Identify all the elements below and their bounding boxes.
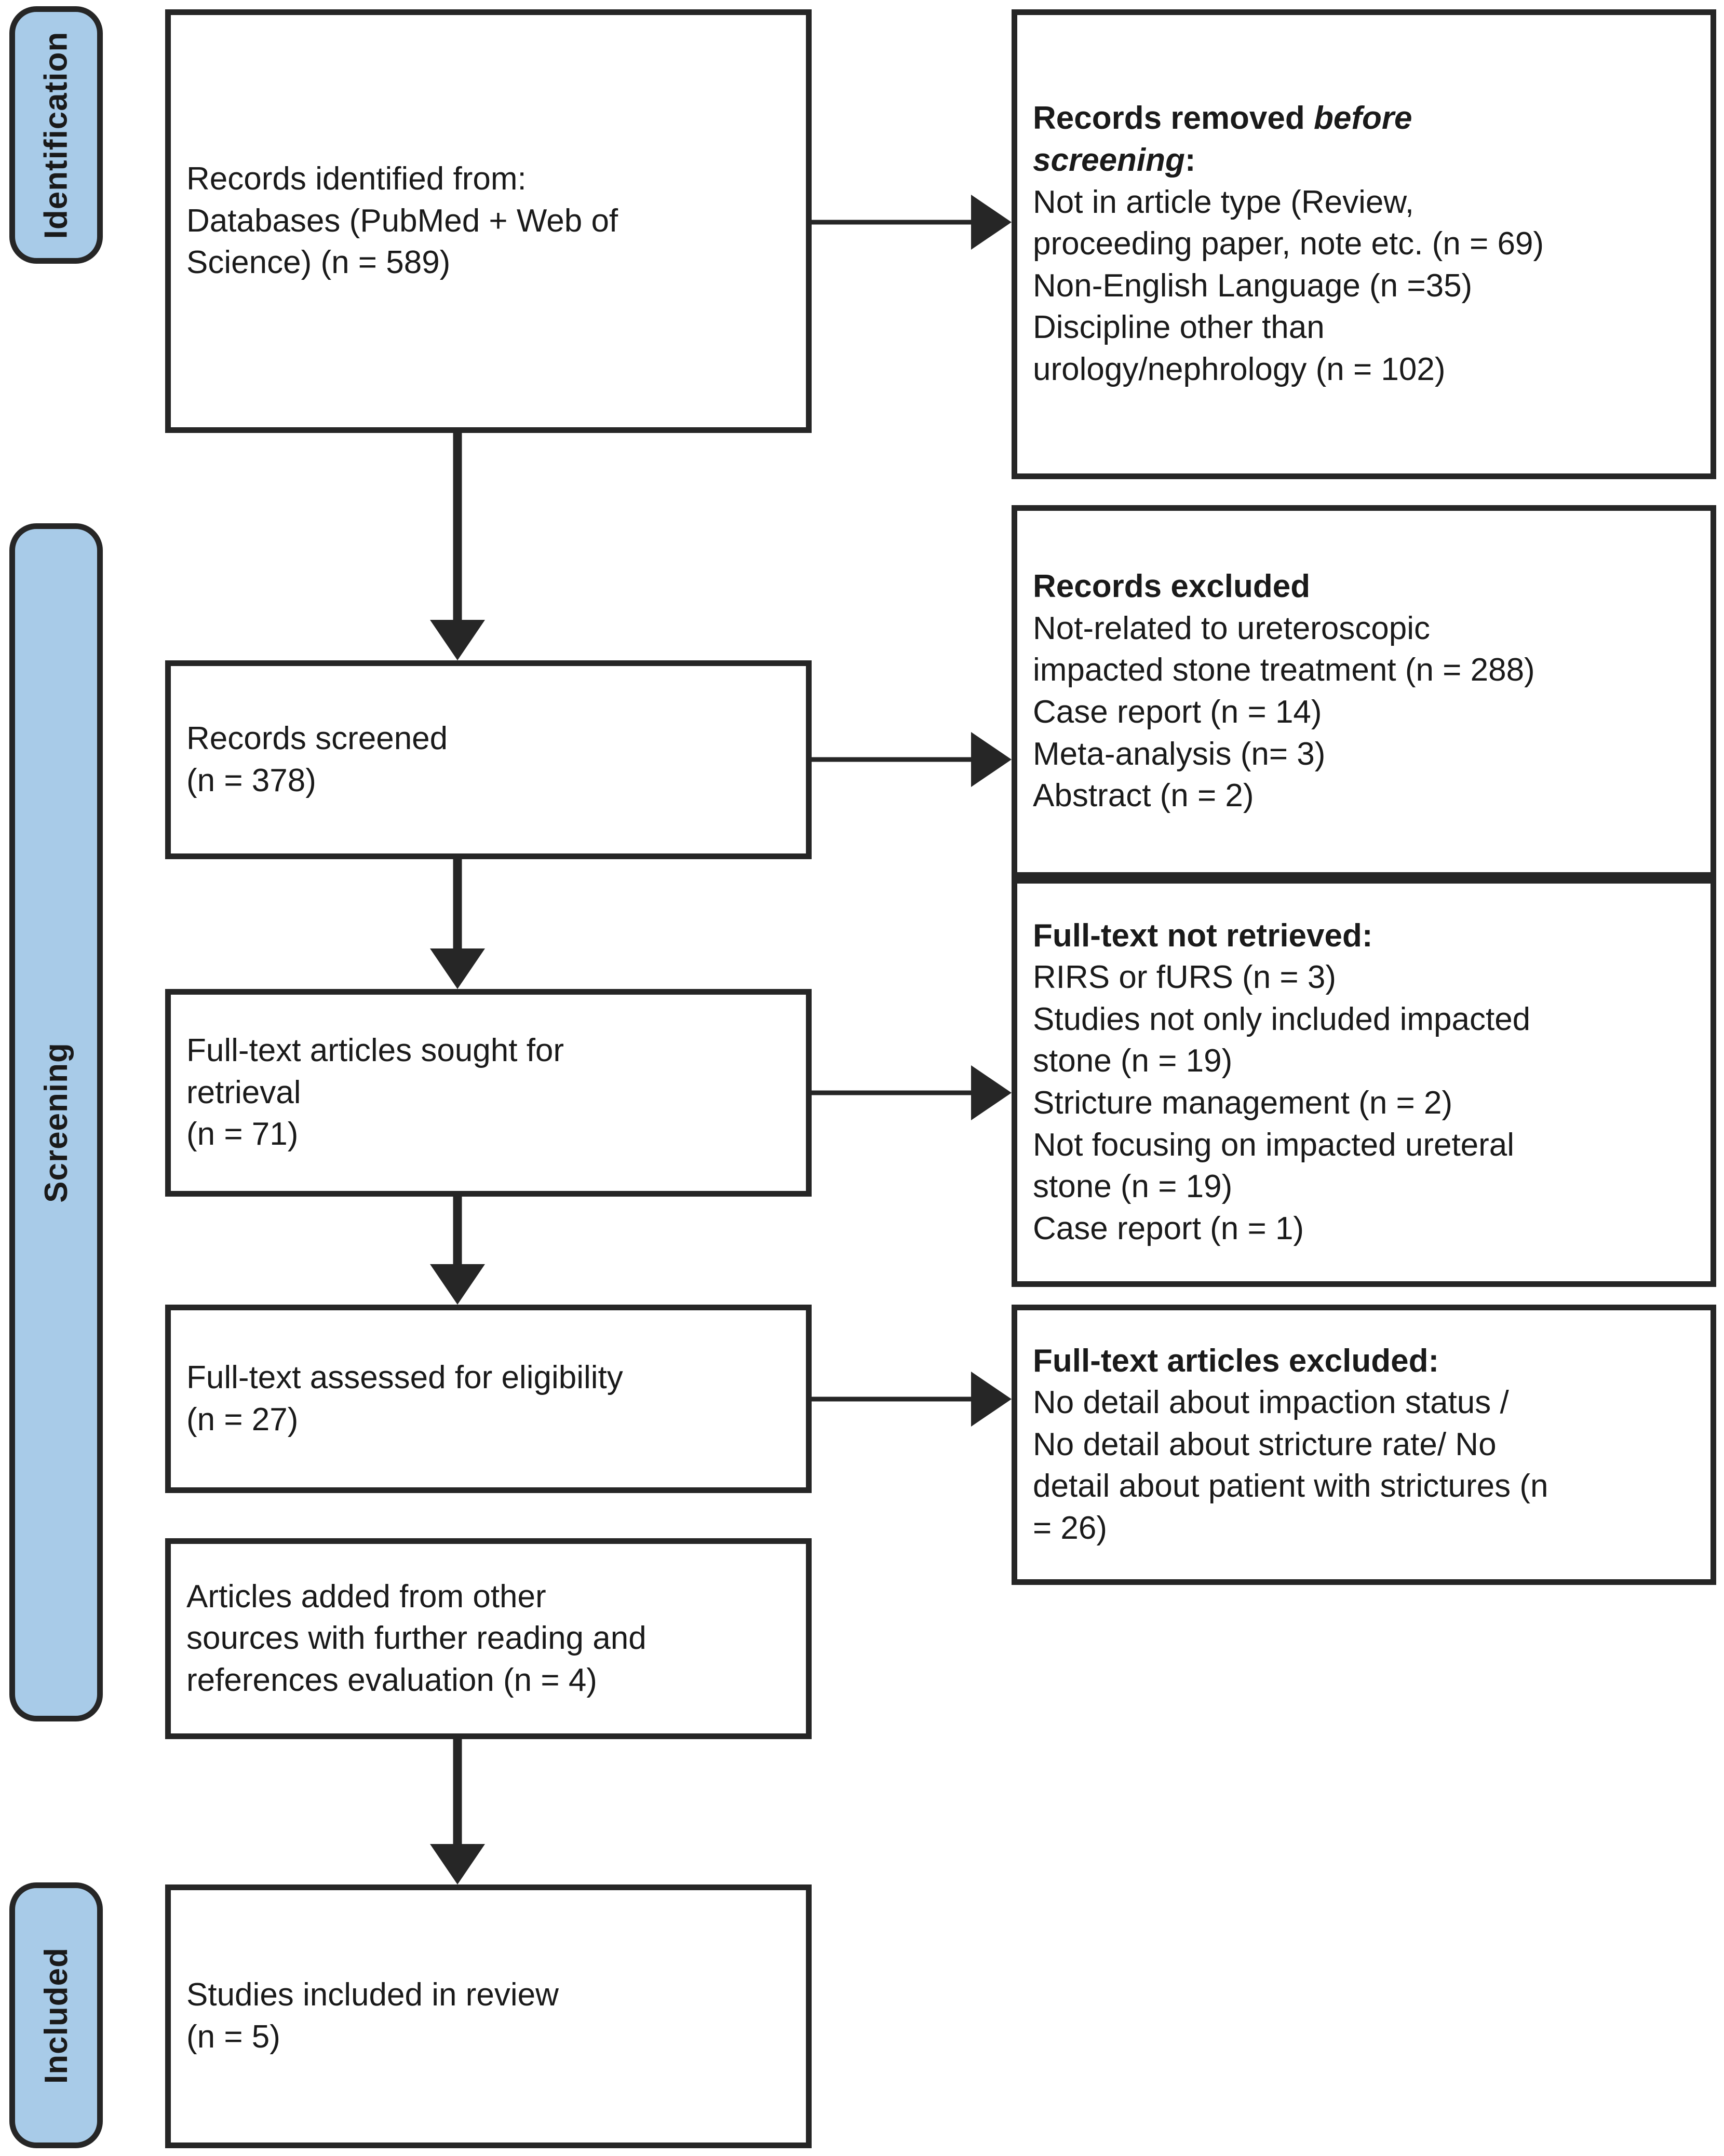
records-removed-line-5: urology/nephrology (n = 102) bbox=[1033, 351, 1446, 387]
articles-added-line-1: Articles added from other bbox=[186, 1578, 546, 1615]
fulltext-not-retrieved-line-3: stone (n = 19) bbox=[1033, 1043, 1233, 1079]
arrow-identified-to-removed bbox=[812, 195, 1012, 250]
records-excluded-heading: Records excluded bbox=[1033, 568, 1311, 605]
articles-added-line-2: sources with further reading and bbox=[186, 1620, 646, 1657]
arrow-screened-to-excluded bbox=[812, 732, 1012, 787]
fulltext-not-retrieved-line-6: stone (n = 19) bbox=[1033, 1169, 1233, 1205]
fulltext-not-retrieved-line-2: Studies not only included impacted bbox=[1033, 1001, 1531, 1037]
fulltext-not-retrieved-heading: Full-text not retrieved: bbox=[1033, 917, 1373, 954]
arrow-shaft bbox=[812, 1396, 971, 1402]
fulltext-sought-line-1: Full-text articles sought for bbox=[186, 1033, 564, 1069]
stage-label-screening: Screening bbox=[38, 1042, 74, 1203]
records-identified-line-1: Records identified from: bbox=[186, 161, 527, 197]
arrow-shaft bbox=[453, 1739, 462, 1844]
arrow-sought-to-not-retrieved bbox=[812, 1065, 1012, 1120]
arrow-identified-to-screened bbox=[430, 433, 485, 660]
fulltext-assessed-line-1: Full-text assessed for eligibility bbox=[186, 1359, 623, 1395]
records-removed-line-1: Not in article type (Review, bbox=[1033, 184, 1414, 220]
records-removed-line-2: proceeding paper, note etc. (n = 69) bbox=[1033, 226, 1544, 262]
arrow-head bbox=[430, 948, 485, 989]
fulltext-excluded-heading: Full-text articles excluded: bbox=[1033, 1343, 1439, 1379]
arrow-shaft bbox=[812, 220, 971, 225]
records-removed-heading-pre: Records removed bbox=[1033, 100, 1314, 137]
fulltext-not-retrieved-line-7: Case report (n = 1) bbox=[1033, 1210, 1304, 1246]
box-records-removed: Records removed before screening: Not in… bbox=[1012, 9, 1716, 479]
records-removed-heading-emphasis: before bbox=[1314, 100, 1412, 137]
records-removed-heading-emphasis-2: screening bbox=[1033, 142, 1185, 179]
records-removed-heading-2: screening: bbox=[1033, 140, 1695, 182]
box-fulltext-excluded: Full-text articles excluded: No detail a… bbox=[1012, 1305, 1716, 1585]
fulltext-not-retrieved-line-5: Not focusing on impacted ureteral bbox=[1033, 1127, 1515, 1163]
arrow-shaft bbox=[453, 859, 462, 948]
records-identified-line-2: Databases (PubMed + Web of bbox=[186, 202, 618, 239]
records-identified-line-3: Science) (n = 589) bbox=[186, 245, 451, 281]
records-screened-line-1: Records screened bbox=[186, 720, 448, 756]
box-fulltext-assessed: Full-text assessed for eligibility (n = … bbox=[165, 1305, 812, 1493]
fulltext-not-retrieved-line-4: Stricture management (n = 2) bbox=[1033, 1085, 1453, 1121]
arrow-head bbox=[971, 1372, 1012, 1427]
fulltext-excluded-line-1: No detail about impaction status / bbox=[1033, 1385, 1509, 1421]
fulltext-excluded-line-3: detail about patient with strictures (n bbox=[1033, 1468, 1548, 1504]
arrow-sought-to-assessed bbox=[430, 1197, 485, 1305]
arrow-shaft bbox=[453, 1197, 462, 1264]
arrow-head bbox=[971, 1065, 1012, 1120]
box-studies-included: Studies included in review (n = 5) bbox=[165, 1884, 812, 2148]
arrow-head bbox=[971, 195, 1012, 250]
box-articles-added: Articles added from other sources with f… bbox=[165, 1538, 812, 1739]
arrow-head bbox=[430, 1264, 485, 1305]
articles-added-line-3: references evaluation (n = 4) bbox=[186, 1662, 597, 1698]
arrow-shaft bbox=[812, 757, 971, 762]
arrow-shaft bbox=[453, 433, 462, 620]
fulltext-excluded-line-2: No detail about stricture rate/ No bbox=[1033, 1426, 1497, 1462]
arrow-added-to-included bbox=[430, 1739, 485, 1884]
records-excluded-line-2: impacted stone treatment (n = 288) bbox=[1033, 652, 1535, 688]
stage-pill-screening: Screening bbox=[9, 523, 103, 1721]
records-removed-line-3: Non-English Language (n =35) bbox=[1033, 267, 1473, 304]
arrow-head bbox=[971, 732, 1012, 787]
box-fulltext-not-retrieved: Full-text not retrieved: RIRS or fURS (n… bbox=[1012, 878, 1716, 1287]
records-excluded-line-5: Abstract (n = 2) bbox=[1033, 778, 1254, 814]
box-records-identified: Records identified from: Databases (PubM… bbox=[165, 9, 812, 433]
fulltext-excluded-line-4: = 26) bbox=[1033, 1510, 1108, 1546]
stage-pill-included: Included bbox=[9, 1882, 103, 2148]
fulltext-sought-line-3: (n = 71) bbox=[186, 1116, 299, 1152]
box-records-screened: Records screened (n = 378) bbox=[165, 660, 812, 859]
records-removed-heading-colon: : bbox=[1184, 142, 1196, 179]
stage-pill-identification: Identification bbox=[9, 6, 103, 264]
studies-included-line-1: Studies included in review bbox=[186, 1977, 559, 2013]
arrow-shaft bbox=[812, 1090, 971, 1095]
arrow-screened-to-sought bbox=[430, 859, 485, 989]
records-excluded-line-3: Case report (n = 14) bbox=[1033, 694, 1322, 730]
fulltext-assessed-line-2: (n = 27) bbox=[186, 1401, 299, 1438]
records-screened-line-2: (n = 378) bbox=[186, 762, 316, 798]
records-excluded-line-1: Not-related to ureteroscopic bbox=[1033, 610, 1431, 646]
arrow-head bbox=[430, 1844, 485, 1884]
records-removed-heading: Records removed before bbox=[1033, 98, 1695, 140]
box-records-excluded: Records excluded Not-related to ureteros… bbox=[1012, 505, 1716, 878]
arrow-head bbox=[430, 620, 485, 660]
stage-label-identification: Identification bbox=[38, 31, 74, 239]
stage-label-included: Included bbox=[38, 1947, 74, 2084]
records-removed-line-4: Discipline other than bbox=[1033, 309, 1325, 346]
studies-included-line-2: (n = 5) bbox=[186, 2019, 280, 2055]
arrow-assessed-to-fulltext-excluded bbox=[812, 1372, 1012, 1427]
fulltext-sought-line-2: retrieval bbox=[186, 1074, 301, 1110]
fulltext-not-retrieved-line-1: RIRS or fURS (n = 3) bbox=[1033, 959, 1336, 996]
box-fulltext-sought: Full-text articles sought for retrieval … bbox=[165, 989, 812, 1197]
records-excluded-line-4: Meta-analysis (n= 3) bbox=[1033, 736, 1326, 772]
